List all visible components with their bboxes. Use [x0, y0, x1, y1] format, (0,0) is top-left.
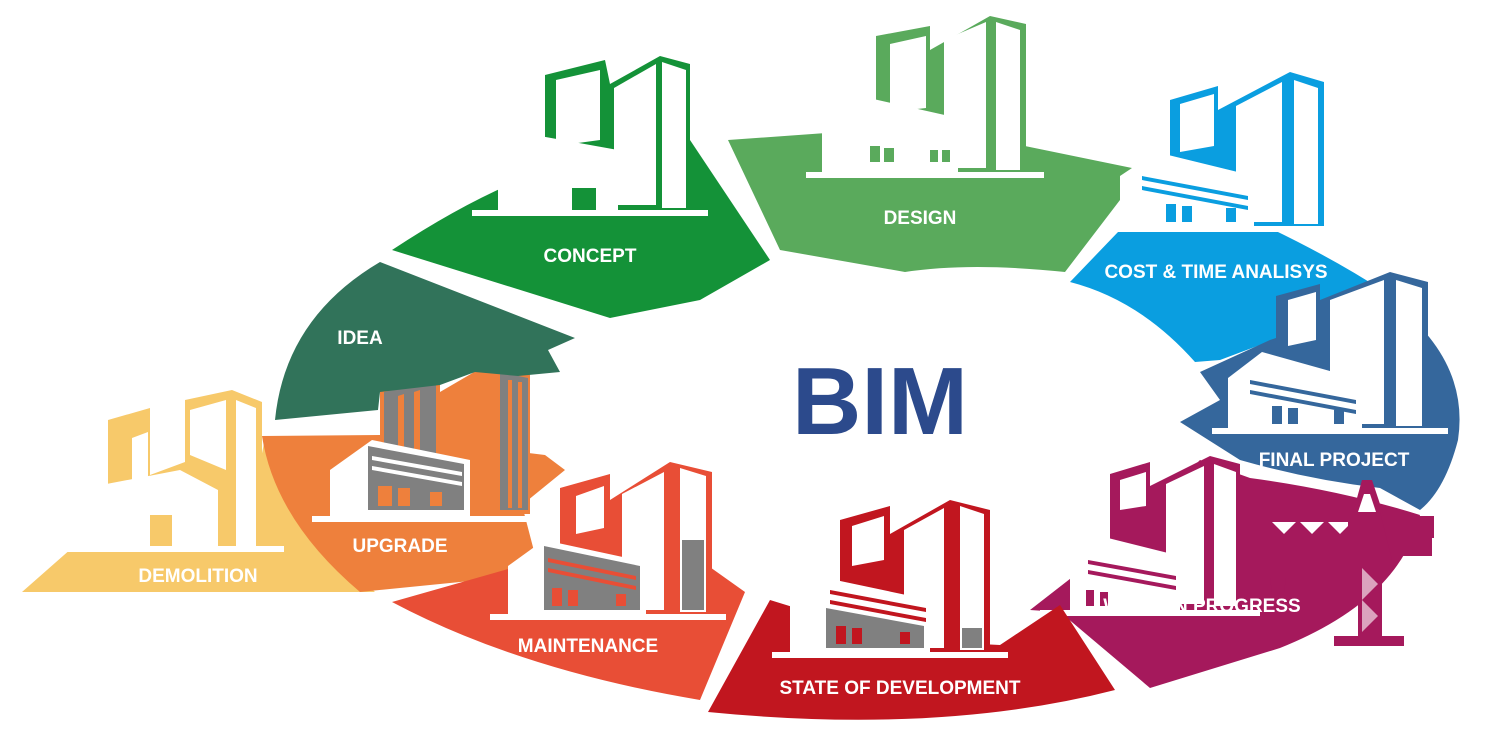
center-title: BIM [792, 348, 968, 455]
building-demolition-icon [42, 390, 284, 552]
label-maintenance: MAINTENANCE [518, 636, 658, 657]
stage-wip: WORK IN PROGRESS [1030, 456, 1434, 688]
crane-icon [1264, 480, 1434, 646]
stage-upgrade: UPGRADE [262, 364, 565, 592]
building-final-icon [1212, 272, 1448, 434]
stage-concept: CONCEPT [392, 56, 770, 318]
building-cost-icon [1104, 72, 1340, 232]
label-upgrade: UPGRADE [352, 536, 447, 557]
segment-demolition [22, 438, 375, 592]
label-state: STATE OF DEVELOPMENT [779, 678, 1020, 699]
stage-demolition: DEMOLITION [22, 390, 375, 592]
stage-design: DESIGN [728, 16, 1132, 272]
stage-maintenance: MAINTENANCE [392, 462, 745, 700]
building-design-icon [806, 16, 1044, 178]
building-upgrade-icon [312, 364, 556, 522]
stage-state: STATE OF DEVELOPMENT [708, 500, 1115, 720]
building-concept-icon [472, 56, 708, 216]
label-demolition: DEMOLITION [138, 566, 257, 587]
label-cost: COST & TIME ANALISYS [1104, 262, 1327, 283]
building-state-icon [772, 500, 1008, 658]
label-design: DESIGN [884, 208, 957, 229]
stage-idea: IDEA [275, 262, 575, 420]
segment-idea [275, 262, 575, 420]
label-final: FINAL PROJECT [1259, 450, 1410, 471]
label-idea: IDEA [337, 328, 383, 349]
building-wip-icon [1040, 456, 1260, 616]
stage-final: FINAL PROJECT [1180, 272, 1460, 510]
building-maintenance-icon [490, 462, 726, 620]
label-wip: WORK IN PROGRESS [1103, 596, 1300, 617]
label-concept: CONCEPT [544, 246, 637, 267]
